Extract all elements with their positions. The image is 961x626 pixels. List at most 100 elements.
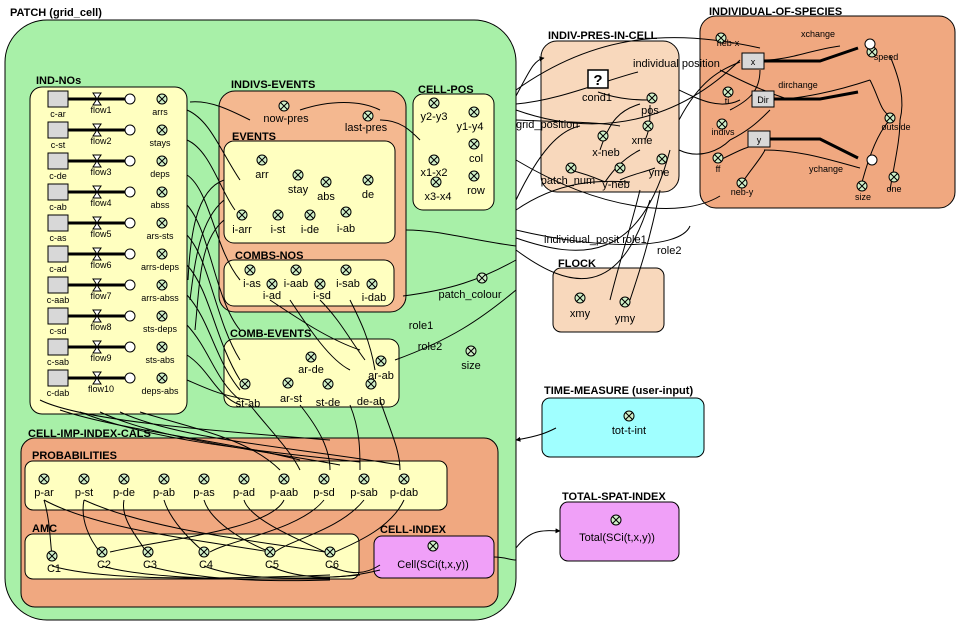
variable-p-st[interactable]: p-st (75, 473, 93, 499)
flow-flow2[interactable]: flow2 (90, 123, 136, 146)
variable-outside[interactable]: outside (881, 112, 911, 132)
flow-flow10[interactable]: flow10 (88, 371, 136, 394)
variable-abss[interactable]: abss (150, 186, 170, 210)
flow-valve[interactable] (92, 154, 102, 168)
flow-flow4[interactable]: flow4 (90, 185, 136, 208)
variable-c1[interactable]: C1 (46, 550, 61, 575)
flow-valve[interactable] (92, 278, 102, 292)
variable-total-sci-t-x-y[interactable]: Total(SCi(t,x,y)) (579, 514, 655, 544)
variable-i-de[interactable]: i-de (301, 209, 319, 236)
ind-nos-box[interactable] (29, 86, 188, 415)
variable-x3-x4[interactable]: x3-x4 (425, 176, 452, 203)
variable-yme[interactable]: yme (649, 153, 670, 179)
variable-p-sd[interactable]: p-sd (313, 473, 335, 499)
variable-de-ab[interactable]: de-ab (357, 378, 385, 408)
compartment-c-ar[interactable]: c-ar (47, 90, 69, 119)
variable-c2[interactable]: C2 (96, 546, 111, 571)
variable-arr[interactable]: arr (255, 154, 269, 181)
variable-y-neb[interactable]: y-neb (602, 162, 630, 191)
variable-p-ar[interactable]: p-ar (34, 473, 54, 499)
variable-y1-y4[interactable]: y1-y4 (457, 106, 484, 133)
variable-stays[interactable]: stays (149, 124, 171, 148)
flow-valve[interactable] (92, 371, 102, 385)
variable-p-ab[interactable]: p-ab (153, 473, 175, 499)
compartment-c-de[interactable]: c-de (47, 152, 69, 181)
variable-p-ad[interactable]: p-ad (233, 473, 255, 499)
variable-p-sab[interactable]: p-sab (350, 473, 378, 499)
variable-xme[interactable]: xme (632, 120, 654, 147)
flow-valve[interactable] (92, 309, 102, 323)
flow-flow7[interactable]: flow7 (90, 278, 136, 301)
compartment-c-sab[interactable]: c-sab (47, 338, 69, 367)
variable-p-aab[interactable]: p-aab (270, 473, 298, 499)
compartment-c-sd[interactable]: c-sd (47, 307, 69, 336)
variable-patch-num[interactable]: patch_num (541, 162, 595, 187)
flock-box[interactable] (552, 267, 665, 333)
stock-box[interactable] (751, 90, 775, 108)
variable-last-pres[interactable]: last-pres (345, 110, 388, 134)
variable-neb-y[interactable]: neb-y (731, 177, 754, 197)
variable-arrs-abss[interactable]: arrs-abss (141, 279, 179, 303)
variable-de[interactable]: de (362, 174, 374, 201)
compartment-box[interactable] (47, 245, 69, 263)
stock-x[interactable]: x (741, 52, 765, 70)
variable-ff[interactable]: ff (712, 152, 724, 174)
compartment-box[interactable] (47, 121, 69, 139)
variable-p-de[interactable]: p-de (113, 473, 135, 499)
stock-y[interactable]: y (747, 130, 771, 148)
flow-valve[interactable] (92, 92, 102, 106)
compartment-c-dab[interactable]: c-dab (47, 369, 70, 398)
compartment-box[interactable] (47, 276, 69, 294)
variable-c5[interactable]: C5 (264, 546, 279, 571)
time-measure-box[interactable] (541, 397, 705, 458)
flow-flow5[interactable]: flow5 (90, 216, 136, 239)
variable-ymy[interactable]: ymy (615, 296, 636, 325)
stock-box[interactable] (741, 52, 765, 70)
compartment-box[interactable] (47, 214, 69, 232)
variable-patch-colour[interactable]: patch_colour (439, 272, 502, 301)
flow-valve[interactable] (92, 216, 102, 230)
variable-i-ab[interactable]: i-ab (337, 206, 355, 235)
variable-row[interactable]: row (467, 170, 485, 197)
variable-c6[interactable]: C6 (324, 546, 339, 571)
variable-i-aab[interactable]: i-aab (284, 264, 308, 290)
variable-p-as[interactable]: p-as (193, 473, 215, 499)
compartment-box[interactable] (47, 307, 69, 325)
probabilities-box[interactable] (24, 460, 448, 511)
compartment-box[interactable] (47, 338, 69, 356)
variable-x1-x2[interactable]: x1-x2 (421, 154, 448, 179)
variable-arrs-deps[interactable]: arrs-deps (141, 248, 180, 272)
flow-valve[interactable] (92, 123, 102, 137)
compartment-c-aab[interactable]: c-aab (47, 276, 70, 305)
flow-flow3[interactable]: flow3 (90, 154, 136, 177)
compartment-c-as[interactable]: c-as (47, 214, 69, 243)
variable-one[interactable]: one (886, 171, 902, 194)
variable-ar-st[interactable]: ar-st (280, 377, 302, 405)
flow-valve[interactable] (92, 185, 102, 199)
variable-st-ab[interactable]: st-ab (236, 378, 260, 410)
variable-indivs[interactable]: indivs (711, 118, 735, 137)
variable-i-st[interactable]: i-st (271, 209, 286, 236)
compartment-box[interactable] (47, 90, 69, 108)
comb-events-box[interactable] (223, 338, 400, 408)
flow-valve[interactable] (92, 340, 102, 354)
variable-ti[interactable]: ti (722, 86, 734, 106)
variable-cell-sci-t-x-y[interactable]: Cell(SCi(t,x,y)) (397, 540, 469, 571)
compartment-box[interactable] (47, 369, 69, 387)
compartment-c-st[interactable]: c-st (47, 121, 69, 150)
variable-stay[interactable]: stay (288, 169, 309, 196)
variable-i-sd[interactable]: i-sd (313, 278, 331, 302)
flow-flow1[interactable]: flow1 (90, 92, 136, 115)
stock-dir[interactable]: Dir (751, 90, 775, 108)
variable-sts-deps[interactable]: sts-deps (143, 310, 178, 334)
flow-flow6[interactable]: flow6 (90, 247, 136, 270)
compartment-box[interactable] (47, 183, 69, 201)
combs-nos-box[interactable] (223, 259, 395, 307)
compartment-c-ad[interactable]: c-ad (47, 245, 69, 274)
variable-neb-x[interactable]: neb-x (715, 32, 740, 48)
stock-box[interactable] (747, 130, 771, 148)
flow-flow9[interactable]: flow9 (90, 340, 136, 363)
variable-x-neb[interactable]: x-neb (592, 130, 620, 159)
variable-ars-sts[interactable]: ars-sts (147, 217, 175, 241)
variable-ar-ab[interactable]: ar-ab (368, 355, 394, 382)
